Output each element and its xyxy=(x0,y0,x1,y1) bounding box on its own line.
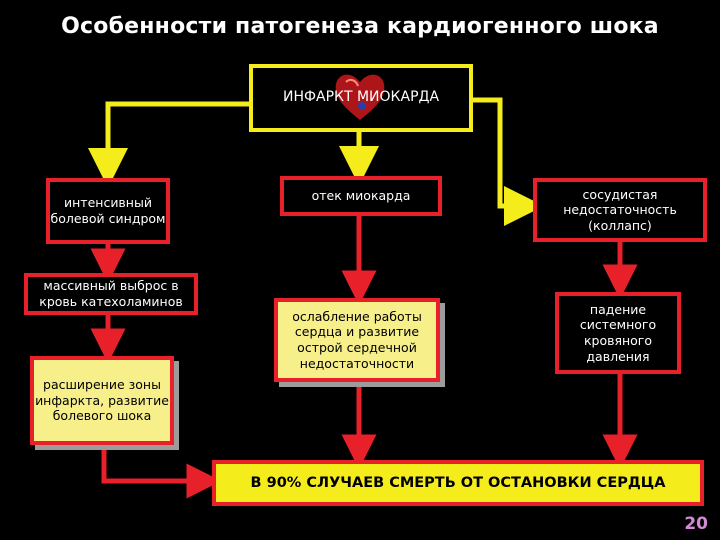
box-pressure-drop-label: падение системного кровяного давления xyxy=(579,301,657,364)
box-catecholamines: массивный выброс в кровь катехоламинов xyxy=(24,273,198,315)
box-vascular-failure-label: сосудистая недостаточность (коллапс) xyxy=(563,186,677,233)
box-infarct-expansion: расширение зоны инфаркта, развитие болев… xyxy=(30,356,174,445)
box-myocardial-edema: отек миокарда xyxy=(280,176,442,216)
box-pain-syndrome: интенсивный болевой синдром xyxy=(46,178,170,244)
box-myocardial-edema-label: отек миокарда xyxy=(311,188,411,204)
box-pain-syndrome-label: интенсивный болевой синдром xyxy=(50,195,166,226)
arrow-expansion-to-outcome xyxy=(101,445,222,499)
box-outcome: В 90% СЛУЧАЕВ СМЕРТЬ ОТ ОСТАНОВКИ СЕРДЦА xyxy=(212,460,704,506)
heart-icon xyxy=(335,74,385,120)
arrow-infarct-to-pain xyxy=(88,101,249,188)
box-heart-weakening-label: ослабление работы сердца и развитие остр… xyxy=(292,308,422,371)
box-heart-weakening: ослабление работы сердца и развитие остр… xyxy=(274,298,440,382)
slide-number: 20 xyxy=(684,514,708,534)
arrow-infarct-to-vascular xyxy=(473,97,544,226)
box-catecholamines-label: массивный выброс в кровь катехоламинов xyxy=(39,278,183,309)
box-myocardial-infarction: ИНФАРКТ МИОКАРДА xyxy=(249,64,473,132)
box-pressure-drop: падение системного кровяного давления xyxy=(555,292,681,374)
slide-title: Особенности патогенеза кардиогенного шок… xyxy=(61,14,659,39)
box-infarct-expansion-label: расширение зоны инфаркта, развитие болев… xyxy=(35,377,169,424)
box-myocardial-infarction-label: ИНФАРКТ МИОКАРДА xyxy=(282,89,440,106)
box-outcome-label: В 90% СЛУЧАЕВ СМЕРТЬ ОТ ОСТАНОВКИ СЕРДЦА xyxy=(250,474,666,491)
box-vascular-failure: сосудистая недостаточность (коллапс) xyxy=(533,178,707,242)
